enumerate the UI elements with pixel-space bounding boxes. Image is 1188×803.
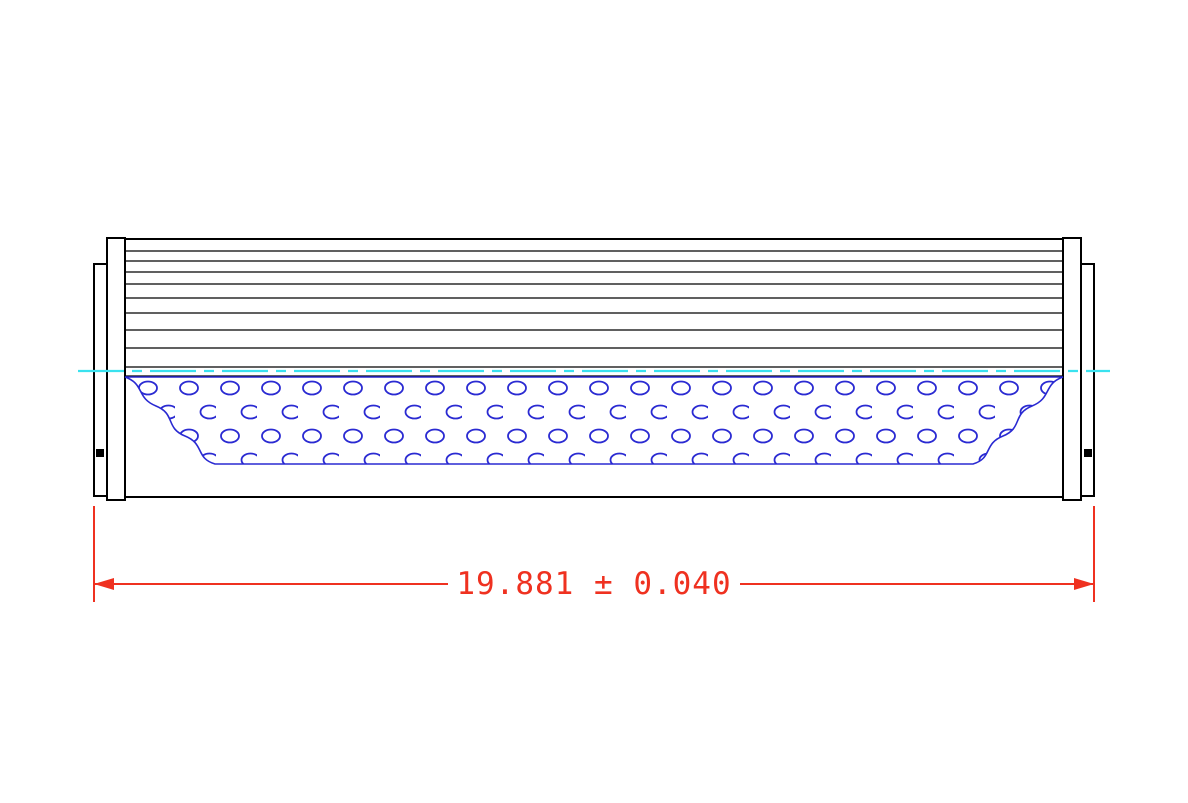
dimension-label: 19.881 ± 0.040 bbox=[456, 566, 731, 602]
seal-right bbox=[1084, 449, 1092, 457]
end-cap-left bbox=[93, 237, 126, 501]
perforated-core bbox=[124, 376, 1064, 465]
pleat-lines bbox=[125, 250, 1063, 368]
arrowhead-left-icon bbox=[94, 578, 114, 590]
dimension-annotation: 19.881 ± 0.040 bbox=[93, 506, 1095, 602]
end-cap-right bbox=[1062, 237, 1095, 501]
seal-left bbox=[96, 449, 104, 457]
filter-body bbox=[93, 237, 1095, 501]
arrowhead-right-icon bbox=[1074, 578, 1094, 590]
